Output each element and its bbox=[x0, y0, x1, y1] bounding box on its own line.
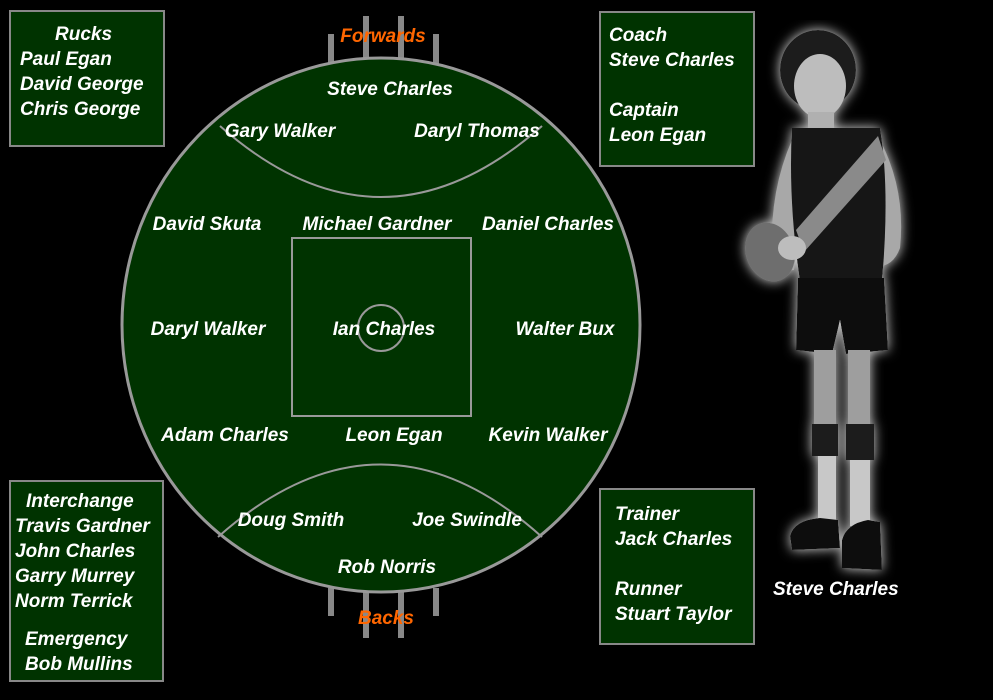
player-centre: Ian Charles bbox=[333, 319, 435, 340]
rucks-heading: Rucks bbox=[55, 24, 113, 45]
player-wing-left: Daryl Walker bbox=[151, 319, 267, 340]
goal-posts-top bbox=[328, 16, 439, 64]
forwards-label: Forwards bbox=[340, 26, 426, 47]
interchange-player: Garry Murrey bbox=[15, 566, 135, 587]
captain-heading: Captain bbox=[609, 100, 679, 121]
emergency-heading: Emergency bbox=[25, 629, 128, 650]
goal-post bbox=[328, 588, 334, 616]
player-half-forward-left: David Skuta bbox=[153, 214, 262, 235]
captain-name: Leon Egan bbox=[609, 125, 707, 146]
player-half-back-left: Adam Charles bbox=[160, 425, 289, 446]
coach-name: Steve Charles bbox=[609, 50, 735, 71]
goal-post bbox=[328, 34, 334, 64]
player-photo bbox=[745, 30, 902, 570]
player-wing-right: Walter Bux bbox=[516, 319, 616, 340]
goal-post bbox=[398, 16, 404, 60]
runner-heading: Runner bbox=[615, 579, 682, 600]
ruck-player: Paul Egan bbox=[20, 49, 112, 70]
emergency-player: Bob Mullins bbox=[25, 654, 133, 675]
player-half-back-right: Kevin Walker bbox=[489, 425, 610, 446]
player-centre-half-forward: Michael Gardner bbox=[303, 214, 453, 235]
goal-posts-bottom bbox=[328, 588, 439, 638]
centre-circle bbox=[357, 304, 405, 352]
interchange-player: John Charles bbox=[15, 541, 136, 562]
back-arc bbox=[217, 463, 543, 538]
trainer-heading: Trainer bbox=[615, 504, 680, 525]
player-centre-half-back: Leon Egan bbox=[345, 425, 442, 446]
goal-post bbox=[398, 592, 404, 638]
goal-post bbox=[433, 34, 439, 64]
photo-caption: Steve Charles bbox=[773, 579, 899, 600]
coach-heading: Coach bbox=[609, 25, 668, 46]
player-back-pocket-right: Joe Swindle bbox=[412, 510, 522, 531]
player-forward-pocket-left: Gary Walker bbox=[225, 121, 337, 142]
interchange-player: Norm Terrick bbox=[15, 591, 133, 612]
goal-post bbox=[433, 588, 439, 616]
goal-post bbox=[363, 16, 369, 60]
player-full-back: Rob Norris bbox=[338, 557, 436, 578]
rucks-panel: Rucks Paul Egan David George Chris Georg… bbox=[9, 10, 165, 147]
interchange-panel: Interchange Travis Gardner John Charles … bbox=[9, 480, 164, 682]
centre-square bbox=[291, 237, 472, 417]
field-oval bbox=[120, 56, 642, 594]
trainer-runner-panel: Trainer Jack Charles Runner Stuart Taylo… bbox=[599, 488, 755, 645]
player-half-forward-right: Daniel Charles bbox=[482, 214, 614, 235]
interchange-player: Travis Gardner bbox=[15, 516, 150, 537]
backs-label: Backs bbox=[358, 608, 414, 629]
trainer-name: Jack Charles bbox=[615, 529, 733, 550]
forward-arc bbox=[219, 125, 543, 198]
player-full-forward: Steve Charles bbox=[327, 79, 453, 100]
ruck-player: David George bbox=[20, 74, 144, 95]
goal-post bbox=[363, 592, 369, 638]
runner-name: Stuart Taylor bbox=[615, 604, 732, 625]
ruck-player: Chris George bbox=[20, 99, 141, 120]
player-forward-pocket-right: Daryl Thomas bbox=[414, 121, 540, 142]
interchange-heading: Interchange bbox=[26, 491, 134, 512]
player-back-pocket-left: Doug Smith bbox=[238, 510, 345, 531]
coach-captain-panel: Coach Steve Charles Captain Leon Egan bbox=[599, 11, 755, 167]
